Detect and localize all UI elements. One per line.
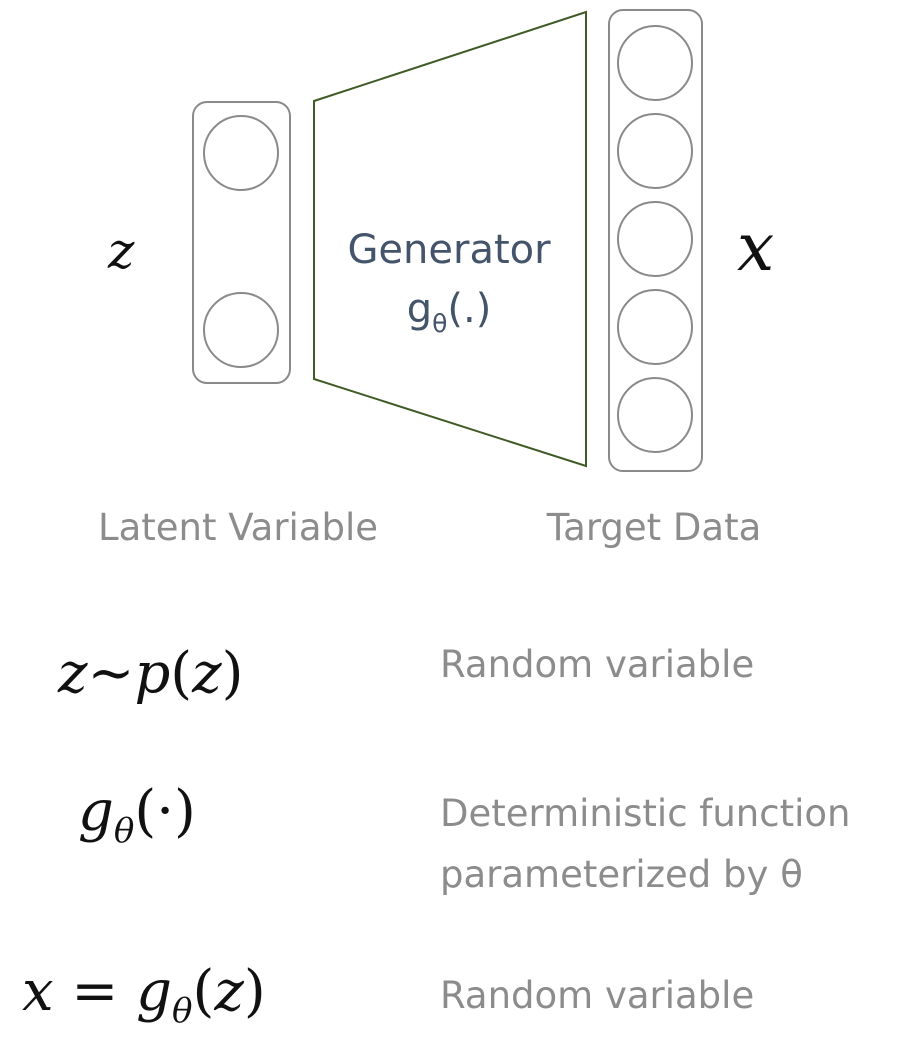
generator-function-subscript: θ (432, 309, 447, 338)
target-node (617, 113, 693, 189)
target-data-column (608, 9, 703, 472)
formula-generator-function: gθ(·) (78, 779, 196, 851)
generator-function-base: g (407, 286, 432, 332)
latent-node (203, 292, 279, 368)
description-generator-function-line-1: Deterministic function (440, 792, 850, 835)
generator-function-label: gθ(.) (407, 286, 492, 338)
description-latent-distribution: Random variable (440, 643, 754, 686)
generator-block: Generator gθ(.) (313, 10, 587, 468)
latent-node (203, 115, 279, 191)
formula-latent-distribution: z~p(z) (57, 641, 244, 706)
generator-title: Generator (347, 227, 551, 273)
definition-target-variable: x = gθ(z) Random variable (22, 959, 754, 1031)
description-generator-function-line-2: parameterized by θ (440, 853, 803, 896)
formula-target-variable: x = gθ(z) (22, 959, 266, 1031)
target-node (617, 201, 693, 277)
description-target-variable: Random variable (440, 974, 754, 1017)
definition-latent-distribution: z~p(z) Random variable (57, 641, 754, 706)
generator-trapezoid (313, 10, 587, 468)
target-node (617, 377, 693, 453)
target-node (617, 289, 693, 365)
latent-column-box (192, 101, 291, 384)
output-symbol-x: x (737, 209, 774, 286)
target-node (617, 25, 693, 101)
latent-variable-column (192, 101, 291, 384)
definition-generator-function: gθ(·) Deterministic function parameteriz… (78, 779, 850, 896)
target-caption: Target Data (546, 506, 762, 549)
input-symbol-z: z (107, 222, 135, 280)
target-column-box (608, 9, 703, 472)
latent-caption: Latent Variable (98, 506, 378, 549)
generator-function-args: (.) (447, 286, 491, 332)
